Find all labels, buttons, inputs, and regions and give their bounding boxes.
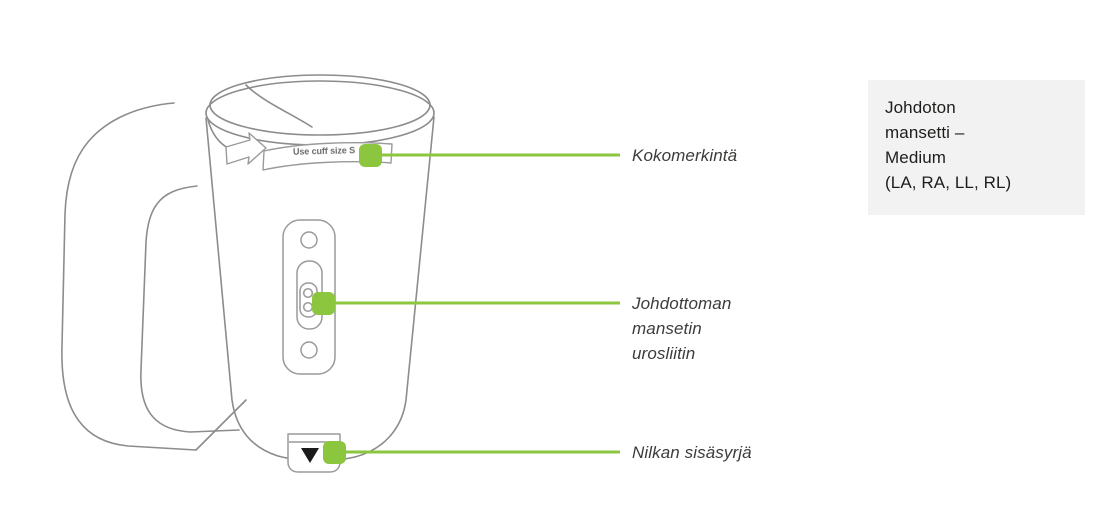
cuff-body-right-edge xyxy=(354,116,435,458)
connector-screw-bottom xyxy=(300,341,318,359)
connector-pin-lower xyxy=(302,301,314,313)
cuff-rim-step-left xyxy=(207,119,229,149)
callout-label-male-connector: Johdottoman mansetin urosliitin xyxy=(632,294,732,363)
connector-screw-top xyxy=(300,231,318,249)
arrow-right-icon xyxy=(225,132,267,165)
caption-text: Johdoton mansetti – Medium (LA, RA, LL, … xyxy=(885,98,1012,192)
cuff-flap-fold-line xyxy=(195,399,247,451)
callout-marker-male-connector xyxy=(312,292,335,315)
connector-pin-upper xyxy=(302,287,314,299)
callout-label-ankle-inner-edge: Nilkan sisäsyrjä xyxy=(632,443,752,462)
callout-marker-size-marking xyxy=(359,144,382,167)
callout-markers xyxy=(312,144,382,464)
callout-marker-ankle-inner-edge xyxy=(323,441,346,464)
triangle-down-icon xyxy=(301,448,319,463)
callout-label-size-marking: Kokomerkintä xyxy=(632,146,738,165)
caption-box: Johdoton mansetti – Medium (LA, RA, LL, … xyxy=(868,80,1085,215)
cuff-inner-lip-curve xyxy=(245,84,313,128)
callout-leader-lines xyxy=(329,153,620,454)
cuff-top-opening-inner xyxy=(209,74,431,136)
cuff-left-flap-outline xyxy=(61,102,197,451)
cuff-outline-group xyxy=(61,74,435,462)
cuff-velcro-panel-outline xyxy=(140,185,240,433)
cuff-body-left-edge xyxy=(205,117,279,457)
